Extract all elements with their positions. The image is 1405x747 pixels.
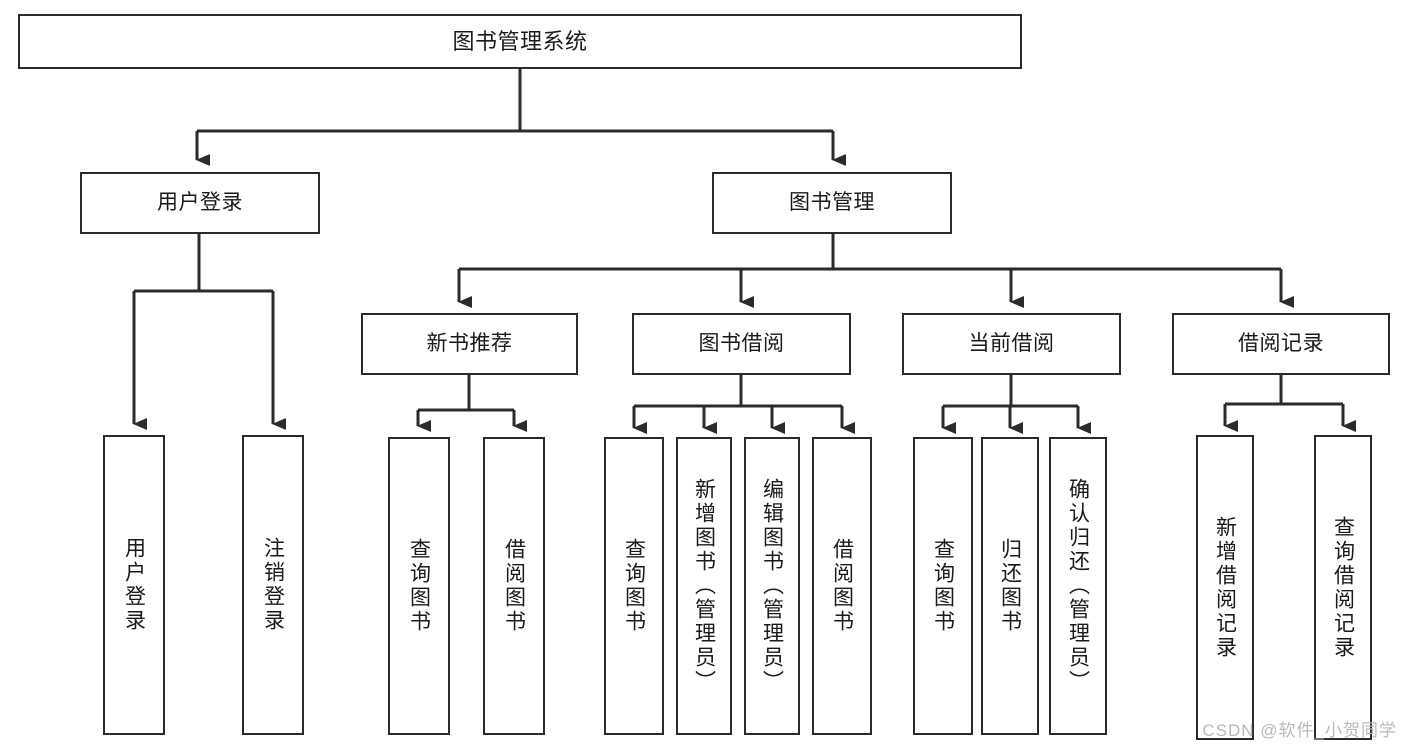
node-leaf-add-book[interactable]: 新增图书（管理员）: [676, 437, 732, 735]
node-leaf-query-book-1-label: 查询图书: [407, 538, 431, 634]
node-borrow-record[interactable]: 借阅记录: [1172, 313, 1390, 375]
node-leaf-user-login[interactable]: 用户登录: [103, 435, 165, 735]
node-leaf-query-book-2[interactable]: 查询图书: [604, 437, 664, 735]
node-root[interactable]: 图书管理系统: [18, 14, 1022, 69]
node-leaf-edit-book[interactable]: 编辑图书（管理员）: [744, 437, 800, 735]
node-leaf-add-record[interactable]: 新增借阅记录: [1196, 435, 1254, 740]
node-leaf-edit-book-label: 编辑图书（管理员）: [760, 478, 784, 694]
node-leaf-borrow-book-1[interactable]: 借阅图书: [483, 437, 545, 735]
node-leaf-query-book-3[interactable]: 查询图书: [913, 437, 973, 735]
node-leaf-return-book-label: 归还图书: [998, 538, 1022, 634]
node-leaf-query-book-1[interactable]: 查询图书: [388, 437, 450, 735]
node-borrow-record-label: 借阅记录: [1238, 331, 1324, 355]
node-leaf-borrow-book-1-label: 借阅图书: [502, 538, 526, 634]
node-user-login[interactable]: 用户登录: [80, 172, 320, 234]
node-leaf-borrow-book-2[interactable]: 借阅图书: [812, 437, 872, 735]
csdn-watermark: CSDN @软件_小贺同学: [1202, 721, 1397, 740]
node-leaf-query-book-3-label: 查询图书: [931, 538, 955, 634]
node-book-borrow[interactable]: 图书借阅: [632, 313, 851, 375]
node-book-manage-label: 图书管理: [789, 190, 875, 214]
node-user-login-label: 用户登录: [157, 190, 243, 214]
node-current-borrow[interactable]: 当前借阅: [902, 313, 1121, 375]
node-root-label: 图书管理系统: [452, 28, 588, 54]
node-current-borrow-label: 当前借阅: [968, 331, 1055, 355]
node-leaf-add-book-label: 新增图书（管理员）: [692, 478, 716, 694]
node-new-book-recommend-label: 新书推荐: [426, 331, 513, 355]
node-leaf-borrow-book-2-label: 借阅图书: [830, 538, 854, 634]
node-leaf-user-login-label: 用户登录: [122, 537, 146, 633]
node-leaf-query-book-2-label: 查询图书: [622, 538, 646, 634]
node-leaf-confirm-return[interactable]: 确认归还（管理员）: [1049, 437, 1107, 735]
node-book-borrow-label: 图书借阅: [698, 331, 785, 355]
node-leaf-return-book[interactable]: 归还图书: [981, 437, 1039, 735]
node-leaf-query-record-label: 查询借阅记录: [1331, 515, 1355, 660]
node-new-book-recommend[interactable]: 新书推荐: [361, 313, 578, 375]
node-book-manage[interactable]: 图书管理: [712, 172, 952, 234]
node-leaf-logout[interactable]: 注销登录: [242, 435, 304, 735]
node-leaf-query-record[interactable]: 查询借阅记录: [1314, 435, 1372, 740]
node-leaf-add-record-label: 新增借阅记录: [1213, 515, 1237, 660]
node-leaf-confirm-return-label: 确认归还（管理员）: [1066, 478, 1090, 694]
node-leaf-logout-label: 注销登录: [261, 537, 285, 633]
